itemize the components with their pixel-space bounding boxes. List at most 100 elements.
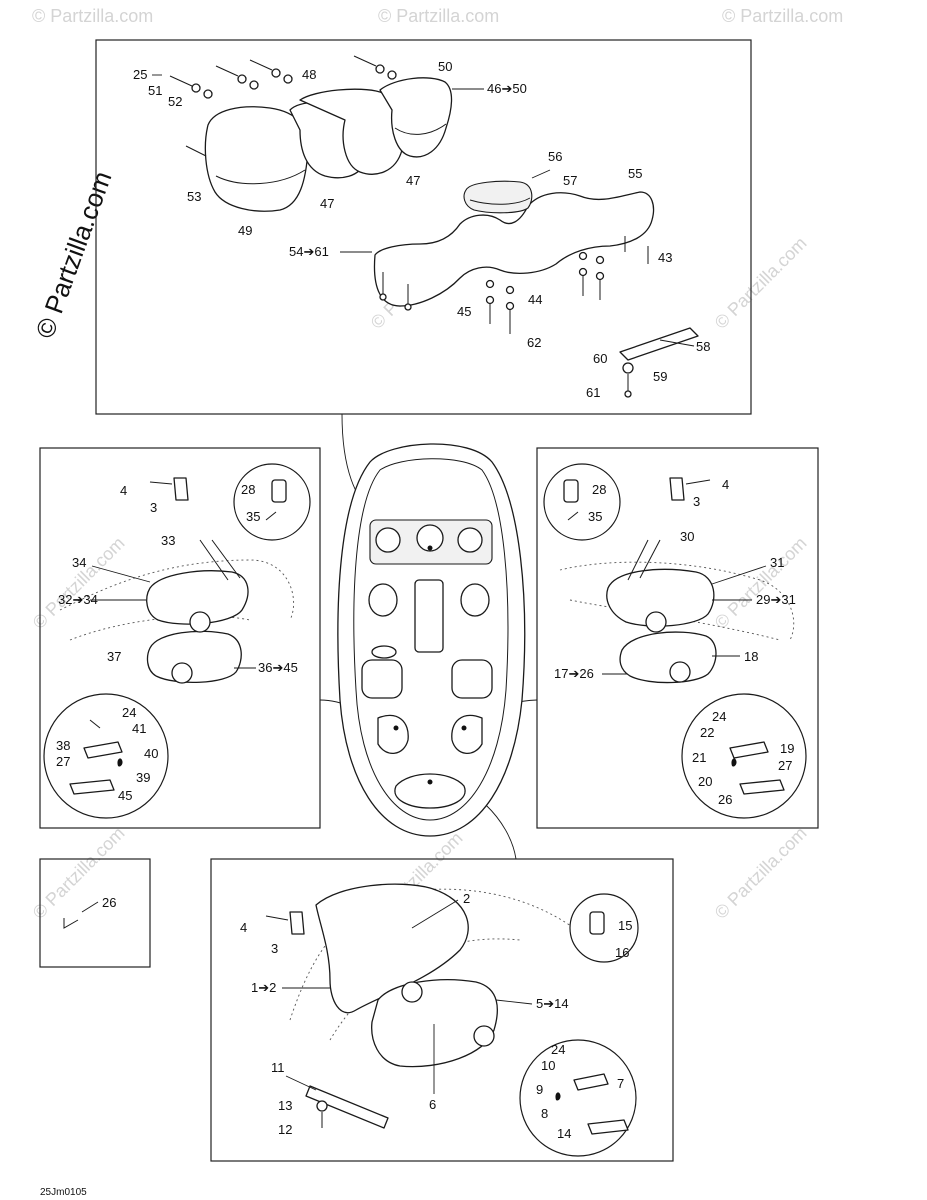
callouts-bottom: 2 4 3 15 16 1➔2 5➔14 6 11 13 12 24 10 7 … [240, 891, 632, 1141]
callout: 43 [658, 250, 672, 265]
steering-emblem [371, 645, 397, 659]
right-seat-assembly [543, 463, 807, 819]
callout: 15 [618, 918, 632, 933]
callout: 4 [722, 477, 729, 492]
watermark: © Partzilla.com [29, 533, 129, 633]
small-panel [39, 858, 151, 968]
figure-code: 25Jm0105 [40, 1187, 87, 1198]
seat-cushion-56 [463, 180, 533, 214]
zoom-detail-bottom-right [519, 1039, 637, 1157]
seat-cushion-2 [315, 883, 469, 1014]
callout: 26 [102, 895, 116, 910]
watermark: © Partzilla.com [32, 6, 153, 26]
seat-cushion-30 [606, 568, 715, 627]
callout: 28 [592, 482, 606, 497]
callout: 24 [122, 705, 136, 720]
callout: 34 [72, 555, 86, 570]
seat-cushion-6 [371, 979, 498, 1068]
callout: 44 [528, 292, 542, 307]
watermark: © Partzilla.com [711, 233, 811, 333]
callout: 51 [148, 83, 162, 98]
callout: 28 [241, 482, 255, 497]
seat-front-hull [394, 773, 466, 809]
zoom-detail-left-top [233, 463, 311, 541]
seat-cushion-37 [146, 630, 242, 684]
callout: 4 [240, 920, 247, 935]
callout: 56 [548, 149, 562, 164]
callout: 57 [563, 173, 577, 188]
top-panel [95, 39, 752, 415]
hull-top-view [337, 443, 526, 837]
callout: 52 [168, 94, 182, 109]
callout: 55 [628, 166, 642, 181]
callout: 47 [406, 173, 420, 188]
bolt-row [169, 55, 397, 157]
callout: 14 [557, 1126, 571, 1141]
callout: 24 [712, 709, 726, 724]
callout: 59 [653, 369, 667, 384]
seat-cushion-55 [373, 191, 655, 307]
seat-left-hull [377, 714, 409, 754]
callout: 5➔14 [536, 996, 569, 1011]
strap-58 [619, 327, 699, 361]
callout: 10 [541, 1058, 555, 1073]
screw-59 [624, 390, 632, 398]
top-seat-assembly [169, 55, 699, 398]
seat-cushion-49 [204, 106, 309, 212]
callout: 26 [718, 792, 732, 807]
callout: 61 [586, 385, 600, 400]
callout: 27 [778, 758, 792, 773]
watermark: © Partzilla.com [378, 6, 499, 26]
seat-cushion-50 [379, 77, 453, 158]
callout: 2 [463, 891, 470, 906]
callout: 16 [615, 945, 629, 960]
front-seat-assembly [265, 883, 639, 1157]
callout: 45 [118, 788, 132, 803]
callout: 21 [692, 750, 706, 765]
washer-60 [622, 362, 634, 374]
watermark-main: © Partzilla.com [29, 167, 117, 342]
callout: 3 [271, 941, 278, 956]
seat-cushion-18 [619, 631, 717, 684]
seat-right-hull [451, 714, 483, 754]
callout: 27 [56, 754, 70, 769]
watermark: © Partzilla.com [722, 6, 843, 26]
watermark: © Partzilla.com [711, 823, 811, 923]
callout: 22 [700, 725, 714, 740]
callout: 24 [551, 1042, 565, 1057]
callout: 7 [617, 1076, 624, 1091]
callout: 50 [438, 59, 452, 74]
callouts-small: 26 [102, 895, 116, 910]
callouts-top: 25 51 52 53 49 48 47 47 50 46➔50 56 57 5… [133, 59, 710, 400]
callout: 35 [588, 509, 602, 524]
callout: 9 [536, 1082, 543, 1097]
callout: 31 [770, 555, 784, 570]
callout: 3 [693, 494, 700, 509]
callout: 60 [593, 351, 607, 366]
callout: 8 [541, 1106, 548, 1121]
callout: 19 [780, 741, 794, 756]
callouts-left: 4 3 28 35 33 34 32➔34 37 36➔45 24 41 38 … [56, 482, 298, 803]
callout: 33 [161, 533, 175, 548]
callout: 53 [187, 189, 201, 204]
callouts-right: 4 3 28 35 30 31 29➔31 18 17➔26 24 22 19 … [554, 477, 796, 807]
callout: 6 [429, 1097, 436, 1112]
callout: 1➔2 [251, 980, 276, 995]
callout: 62 [527, 335, 541, 350]
small-part-26 [63, 901, 99, 929]
zoom-detail-right-top [543, 463, 621, 541]
callout: 40 [144, 746, 158, 761]
callout: 49 [238, 223, 252, 238]
callout: 46➔50 [487, 81, 527, 96]
callout: 13 [278, 1098, 292, 1113]
callout: 35 [246, 509, 260, 524]
callout: 48 [302, 67, 316, 82]
callout: 4 [120, 483, 127, 498]
left-seat-assembly [43, 463, 311, 819]
callout: 47 [320, 196, 334, 211]
watermark: © Partzilla.com [711, 533, 811, 633]
callout: 11 [271, 1060, 285, 1075]
callout: 37 [107, 649, 121, 664]
callout: 3 [150, 500, 157, 515]
callout: 20 [698, 774, 712, 789]
